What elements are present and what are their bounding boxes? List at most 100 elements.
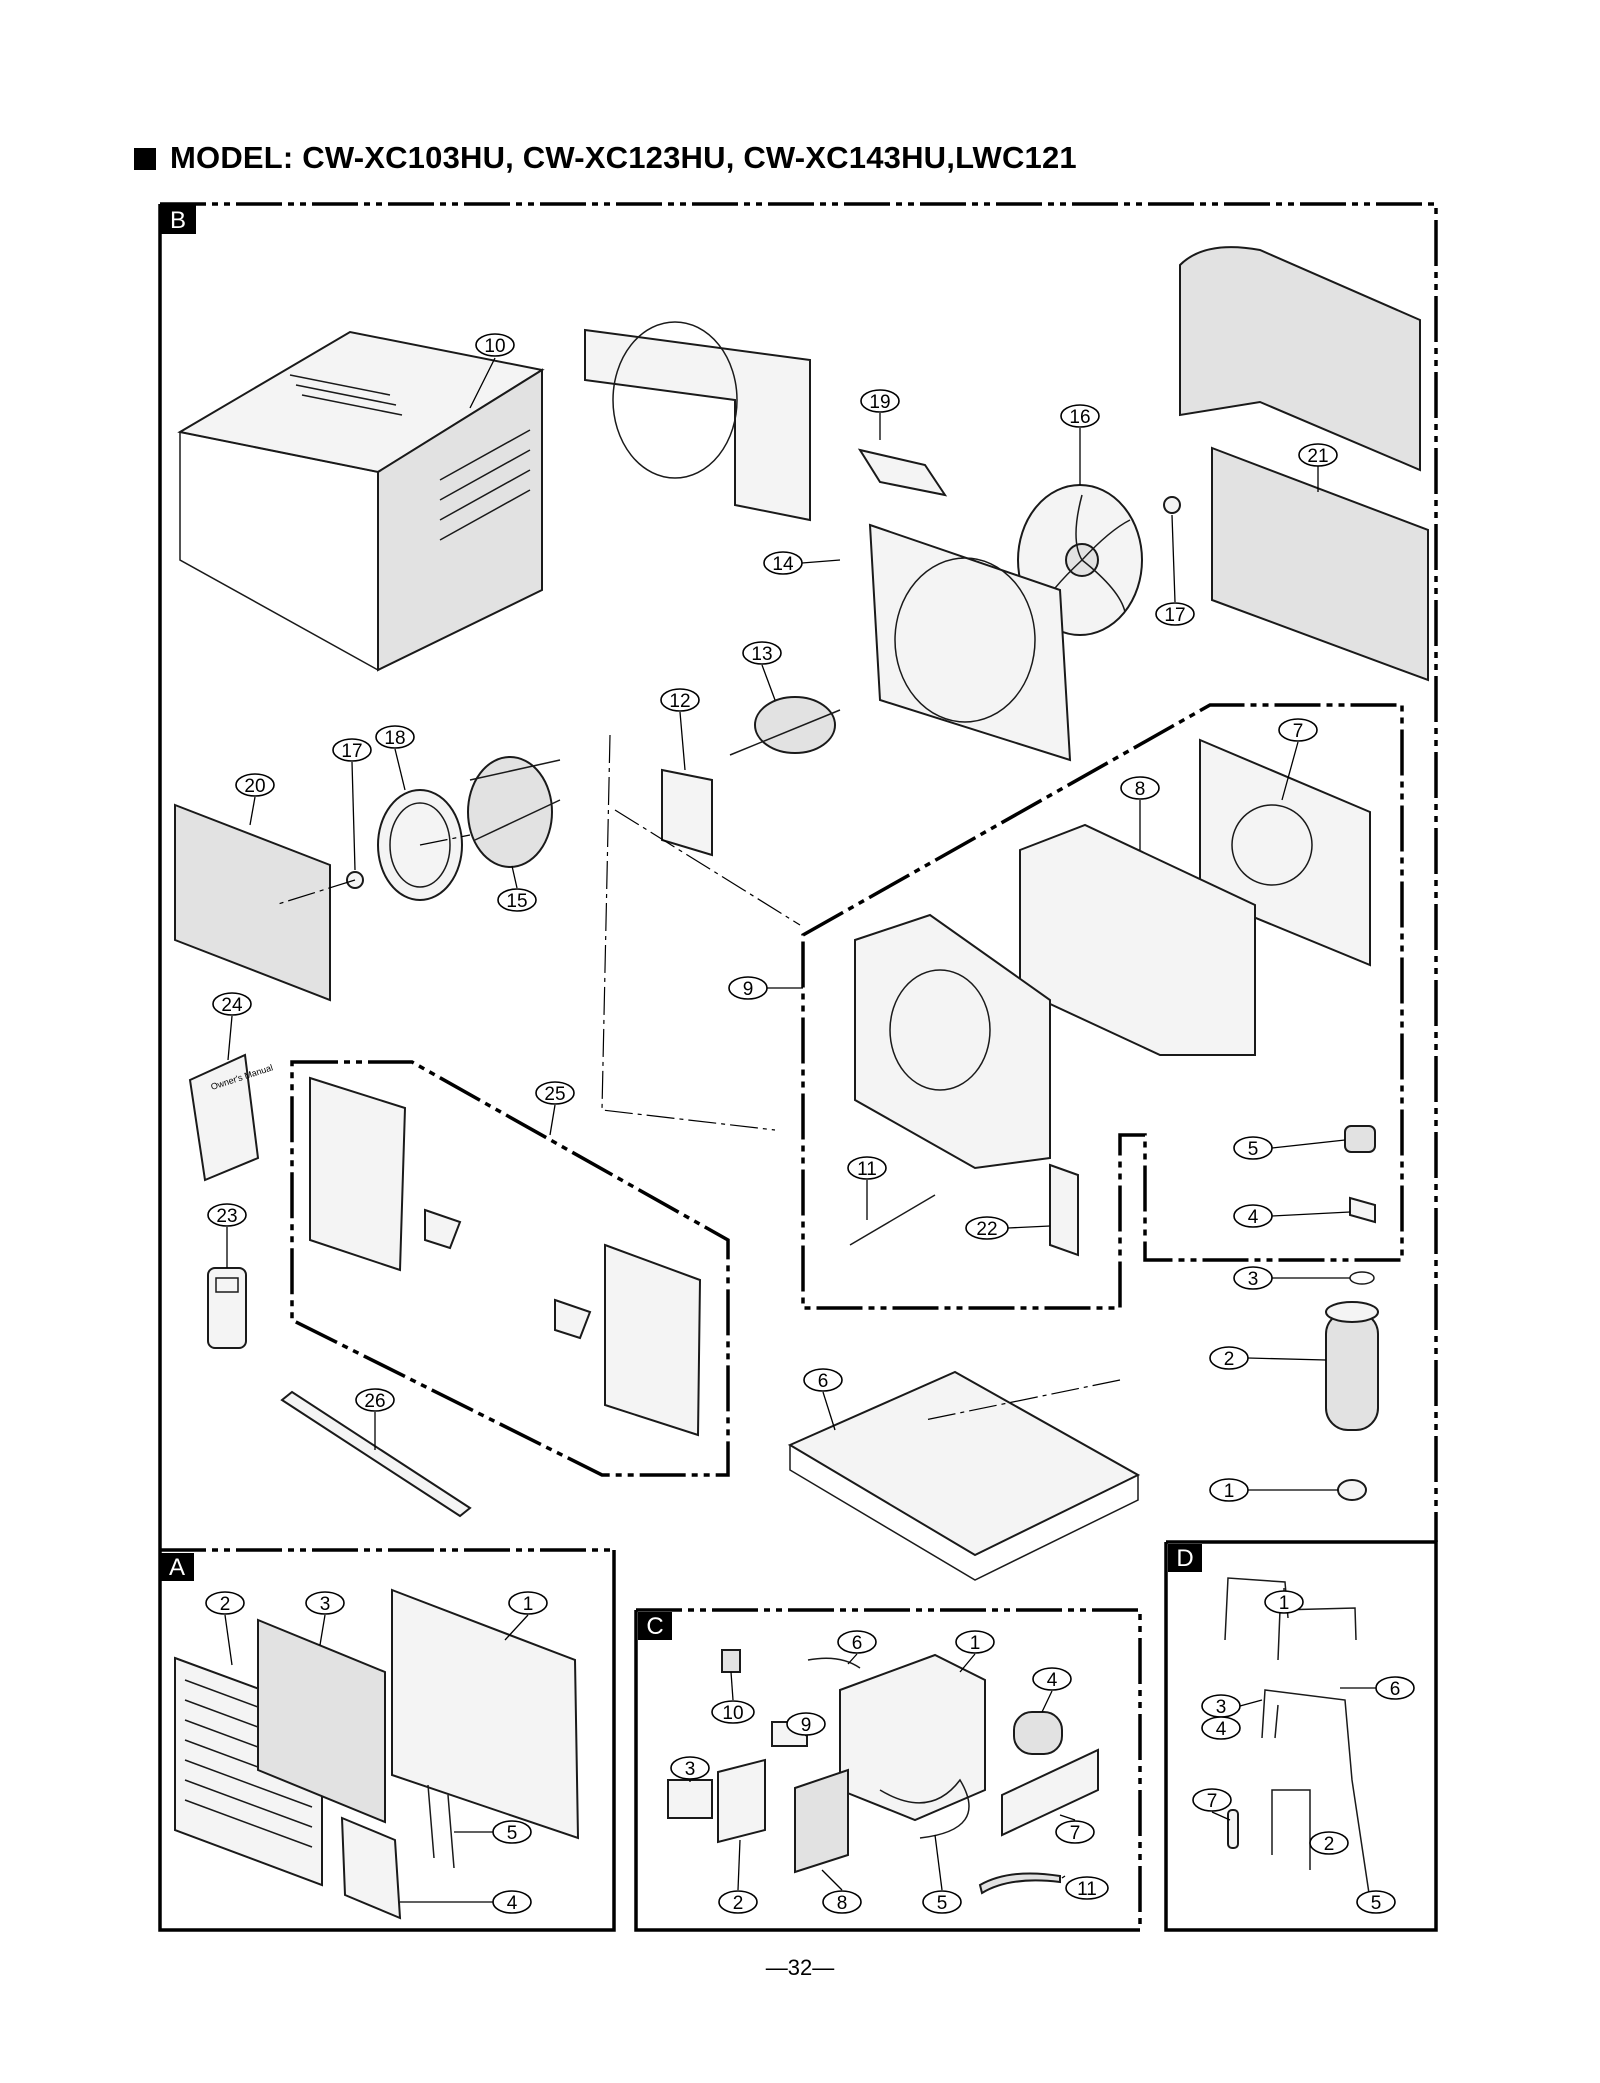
section-tag-d: D xyxy=(1168,1544,1202,1572)
callout-b-18-label: 18 xyxy=(384,728,405,749)
callout-b-20-label: 20 xyxy=(244,776,265,797)
callout-d-5: 5 xyxy=(1356,1890,1396,1914)
assembly-lines xyxy=(274,734,1121,1421)
capacitor-part xyxy=(1013,1711,1063,1755)
callout-a-5: 5 xyxy=(454,1820,532,1844)
section-b-frame xyxy=(158,202,1438,1550)
callout-b-17-right: 17 xyxy=(1155,514,1195,626)
side-curtain-left-part xyxy=(309,1076,407,1272)
callout-d-4-label: 4 xyxy=(1216,1719,1227,1740)
callout-b-25-label: 25 xyxy=(544,1084,565,1105)
callout-c-4: 4 xyxy=(1032,1667,1072,1713)
wire-harness-part xyxy=(879,1778,970,1839)
callout-c-9: 9 xyxy=(786,1712,826,1737)
callout-b-1: 1 xyxy=(1209,1478,1338,1502)
callout-b-4-label: 4 xyxy=(1248,1207,1259,1228)
subassembly-9-frame xyxy=(801,703,1404,1310)
motor-part xyxy=(729,696,841,756)
callout-b-15-label: 15 xyxy=(506,891,527,912)
callout-b-5-label: 5 xyxy=(1248,1139,1259,1160)
callout-a-2-label: 2 xyxy=(220,1594,231,1615)
callout-b-13-label: 13 xyxy=(751,644,772,665)
section-a-frame xyxy=(158,1548,616,1932)
callout-c-3: 3 xyxy=(670,1756,710,1782)
callout-b-7: 7 xyxy=(1278,718,1318,801)
display-pcb-part xyxy=(717,1758,766,1844)
callout-b-24-label: 24 xyxy=(221,995,243,1016)
front-panel-frame-part xyxy=(854,913,1051,1170)
callout-d-7-label: 7 xyxy=(1207,1791,1218,1812)
callout-b-12-label: 12 xyxy=(669,691,690,712)
callout-c-10: 10 xyxy=(711,1671,755,1724)
cable-6-part xyxy=(807,1657,861,1669)
page-number: —32— xyxy=(765,1955,835,1980)
callout-b-9: 9 xyxy=(728,976,803,1000)
callout-c-7-label: 7 xyxy=(1070,1823,1081,1844)
callout-c-6-label: 6 xyxy=(852,1633,863,1654)
callout-c-1-label: 1 xyxy=(970,1633,981,1654)
callout-b-23: 23 xyxy=(207,1203,247,1268)
section-tag-c: C xyxy=(638,1612,672,1640)
callout-b-22-label: 22 xyxy=(976,1219,997,1240)
blower-wheel-part xyxy=(467,756,561,868)
evaporator-coil-part xyxy=(174,803,331,1002)
bracket-kit-part xyxy=(424,1208,592,1340)
callout-b-19-label: 19 xyxy=(869,392,890,413)
section-tag-b-label: B xyxy=(170,207,186,234)
square-bullet-icon xyxy=(134,148,156,170)
model-title-text: MODEL: CW-XC103HU, CW-XC123HU, CW-XC143H… xyxy=(170,140,1077,175)
base-pan-part xyxy=(787,1370,1141,1581)
section-tag-c-label: C xyxy=(646,1613,663,1640)
overload-5-part xyxy=(1344,1125,1376,1153)
callout-d-2: 2 xyxy=(1309,1831,1349,1855)
tubing-parts xyxy=(1224,1577,1371,1901)
callout-c-7: 7 xyxy=(1055,1814,1095,1844)
callout-c-5: 5 xyxy=(922,1834,962,1914)
callout-d-4: 4 xyxy=(1201,1716,1241,1740)
callout-b-14: 14 xyxy=(763,551,841,575)
callout-b-14-label: 14 xyxy=(772,554,794,575)
louver-4-part xyxy=(340,1816,402,1920)
callout-c-8-label: 8 xyxy=(837,1893,848,1914)
callout-b-16-label: 16 xyxy=(1069,407,1090,428)
callout-a-5-label: 5 xyxy=(507,1823,518,1844)
louver-5-part xyxy=(427,1784,455,1869)
callout-b-21: 21 xyxy=(1298,443,1338,492)
callout-c-11-label: 11 xyxy=(1077,1879,1097,1900)
callout-b-11: 11 xyxy=(847,1156,887,1220)
relay-10-part xyxy=(721,1649,741,1673)
section-c-frame xyxy=(634,1608,1142,1932)
callout-d-1-label: 1 xyxy=(1279,1593,1290,1614)
callout-c-9-label: 9 xyxy=(801,1715,812,1736)
callout-b-18: 18 xyxy=(375,725,415,791)
callout-b-17-right-label: 17 xyxy=(1164,605,1185,626)
support-rail-part xyxy=(280,1390,472,1518)
callout-a-1: 1 xyxy=(504,1591,548,1641)
callout-c-3-label: 3 xyxy=(685,1759,696,1780)
callout-d-6: 6 xyxy=(1340,1676,1415,1700)
callout-a-1-label: 1 xyxy=(523,1594,534,1615)
callout-b-19: 19 xyxy=(860,389,900,440)
callout-d-3: 3 xyxy=(1201,1694,1263,1718)
owners-manual-part: Owner's Manual xyxy=(188,1053,274,1182)
clamp-17-part xyxy=(346,496,1181,889)
section-tag-a: A xyxy=(160,1553,194,1581)
callout-c-10-label: 10 xyxy=(722,1703,743,1724)
side-curtain-right-part xyxy=(604,1243,702,1437)
callout-b-6-label: 6 xyxy=(818,1371,829,1392)
callout-b-10: 10 xyxy=(469,333,515,409)
callout-b-1-label: 1 xyxy=(1224,1481,1235,1502)
section-tag-b: B xyxy=(160,204,196,234)
callout-c-8: 8 xyxy=(821,1869,862,1914)
spring-3-part xyxy=(1349,1271,1375,1285)
callout-b-13: 13 xyxy=(742,641,782,701)
motor-mount-part xyxy=(661,768,713,857)
callout-c-6: 6 xyxy=(837,1630,877,1665)
front-shroud-part xyxy=(584,321,811,522)
callout-c-2: 2 xyxy=(718,1839,758,1914)
terminal-cover-4-part xyxy=(1349,1196,1376,1224)
air-filter-part xyxy=(257,1618,386,1824)
callout-b-11-label: 11 xyxy=(857,1159,877,1180)
callout-a-2: 2 xyxy=(205,1591,245,1666)
